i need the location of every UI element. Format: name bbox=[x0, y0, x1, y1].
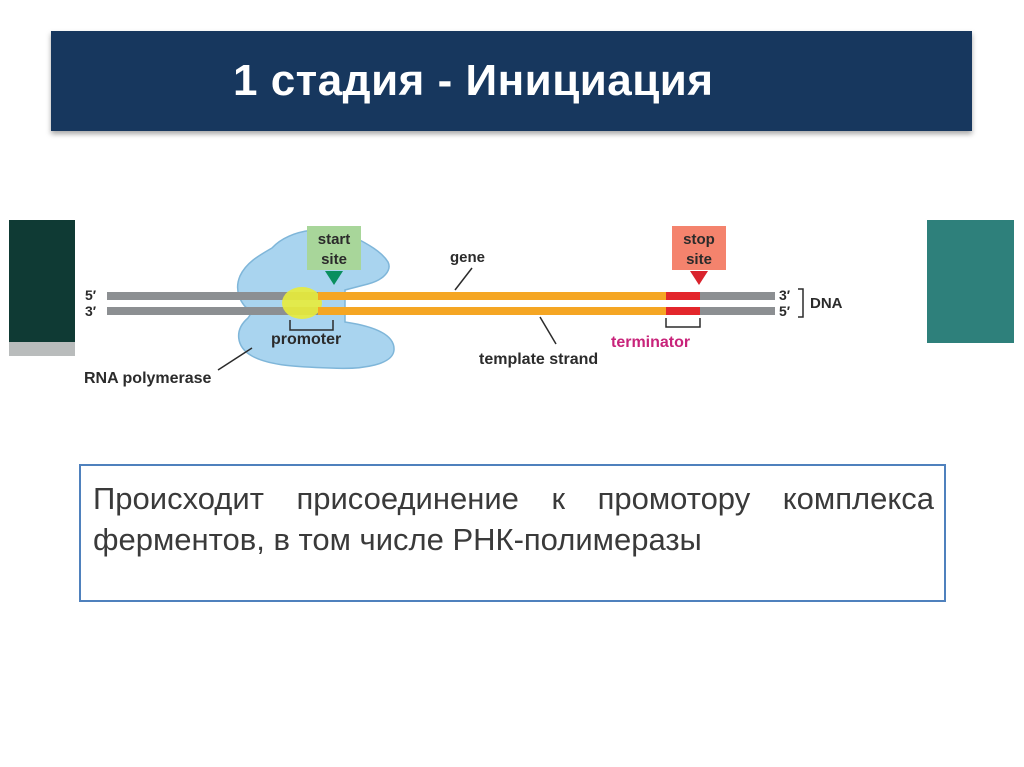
left-accent-block bbox=[9, 220, 75, 342]
left-accent-stripe bbox=[9, 342, 75, 356]
terminator-label: terminator bbox=[611, 334, 690, 351]
start-site-arrow-icon bbox=[325, 271, 343, 285]
terminator-region-top bbox=[666, 292, 700, 300]
start-site-label-line1: start bbox=[318, 231, 351, 248]
rna-polymerase-label: RNA polymerase bbox=[84, 370, 212, 387]
terminator-region-bottom bbox=[666, 307, 700, 315]
template-strand-leader-line bbox=[539, 316, 557, 345]
rna-polymerase-leader-line bbox=[217, 347, 253, 371]
top-strand-left-end-label: 5′ bbox=[85, 287, 97, 303]
stop-site-box bbox=[672, 226, 726, 270]
bottom-strand-left-end-label: 3′ bbox=[85, 303, 97, 319]
slide-title: 1 стадия - Инициация bbox=[233, 56, 714, 105]
right-accent-block bbox=[927, 220, 1014, 343]
description-text: Происходит присоединение к промотору ком… bbox=[93, 481, 934, 557]
stop-site-arrow-icon bbox=[690, 271, 708, 285]
template-strand-label: template strand bbox=[479, 351, 598, 368]
terminator-bracket bbox=[665, 318, 701, 328]
promoter-label: promoter bbox=[271, 331, 341, 348]
dna-label: DNA bbox=[810, 295, 843, 312]
gene-leader-line bbox=[454, 267, 473, 291]
gene-label: gene bbox=[450, 249, 485, 266]
stop-site-label-line2: site bbox=[686, 251, 712, 268]
start-site-box bbox=[307, 226, 361, 270]
stop-site-label-line1: stop bbox=[683, 231, 715, 248]
bottom-strand-right-end-label: 5′ bbox=[779, 303, 791, 319]
title-bar: 1 стадия - Инициация bbox=[51, 31, 972, 131]
promoter-bracket bbox=[289, 320, 334, 331]
description-box: Происходит присоединение к промотору ком… bbox=[79, 464, 946, 602]
dna-bracket bbox=[798, 288, 804, 318]
promoter-highlight bbox=[282, 287, 322, 319]
top-strand-right-end-label: 3′ bbox=[779, 287, 791, 303]
gene-region-top bbox=[318, 292, 666, 300]
start-site-label-line2: site bbox=[321, 251, 347, 268]
gene-region-bottom bbox=[318, 307, 666, 315]
